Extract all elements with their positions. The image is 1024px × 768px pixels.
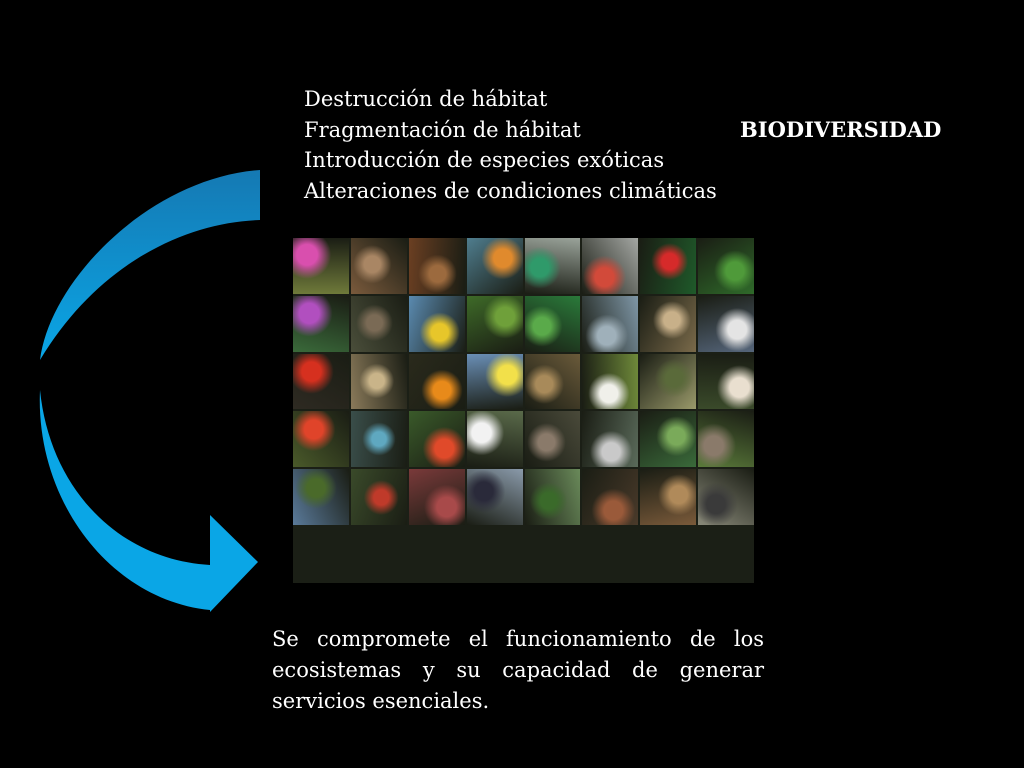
curved-arrow-icon — [39, 170, 260, 612]
macaws-photo — [524, 238, 581, 294]
tree-photo — [524, 469, 581, 526]
red-flower-photo — [640, 238, 697, 294]
waterfall-photo — [582, 411, 639, 468]
slide-title: BIODIVERSIDAD — [740, 117, 942, 142]
sloth-photo — [524, 353, 581, 410]
arrow-lower-band — [39, 390, 210, 610]
aquatic-plants-photo — [640, 411, 697, 468]
parrots-photo — [582, 238, 639, 294]
arrow-upper-band — [40, 170, 260, 360]
kiskadee-photo — [466, 353, 523, 410]
yellow-tree-photo — [408, 295, 465, 352]
orchid-photo — [293, 238, 349, 294]
kingfisher-photo — [466, 238, 523, 294]
eagle-photo — [698, 295, 754, 352]
biodiversity-collage — [293, 238, 754, 583]
red-bromeliad-photo — [350, 469, 407, 526]
arrow-head — [210, 515, 258, 612]
ibis-photo — [293, 411, 349, 468]
dry-leaves-photo — [640, 469, 697, 526]
giant-anteater-photo — [698, 469, 754, 526]
barn-owl-photo — [698, 353, 754, 410]
coral-flowers-photo — [408, 411, 465, 468]
green-leaves-photo — [698, 238, 754, 294]
purple-flower-photo — [293, 295, 349, 352]
toucan-photo — [408, 353, 465, 410]
snake-photo — [350, 238, 407, 294]
threat-item: Alteraciones de condiciones climáticas — [304, 178, 717, 203]
marsh-photo — [408, 469, 465, 526]
palms-photo — [293, 469, 349, 526]
green-foliage-photo — [524, 295, 581, 352]
chameleon-photo — [466, 295, 523, 352]
threat-list: Destrucción de hábitat Fragmentación de … — [304, 84, 717, 206]
threat-item: Fragmentación de hábitat — [304, 117, 581, 142]
armadillo-photo — [698, 411, 754, 468]
egret-photo — [466, 411, 523, 468]
leaf-litter-photo — [408, 238, 465, 294]
manatee-photo — [582, 295, 639, 352]
grassland-photo — [640, 353, 697, 410]
monkey-photo — [640, 295, 697, 352]
hummingbird-photo — [350, 411, 407, 468]
carnivorous-plant-photo — [582, 469, 639, 526]
anteater-photo — [524, 411, 581, 468]
red-butterfly-photo — [293, 353, 349, 410]
consequence-text: Se compromete el funcionamiento de los e… — [272, 627, 764, 713]
threat-item: Destrucción de hábitat — [304, 87, 548, 111]
owl-photo — [350, 353, 407, 410]
vulture-photo — [466, 469, 523, 526]
jabiru-photo — [582, 353, 639, 410]
threat-item: Introducción de especies exóticas — [304, 148, 665, 172]
capybara-photo — [350, 295, 407, 352]
